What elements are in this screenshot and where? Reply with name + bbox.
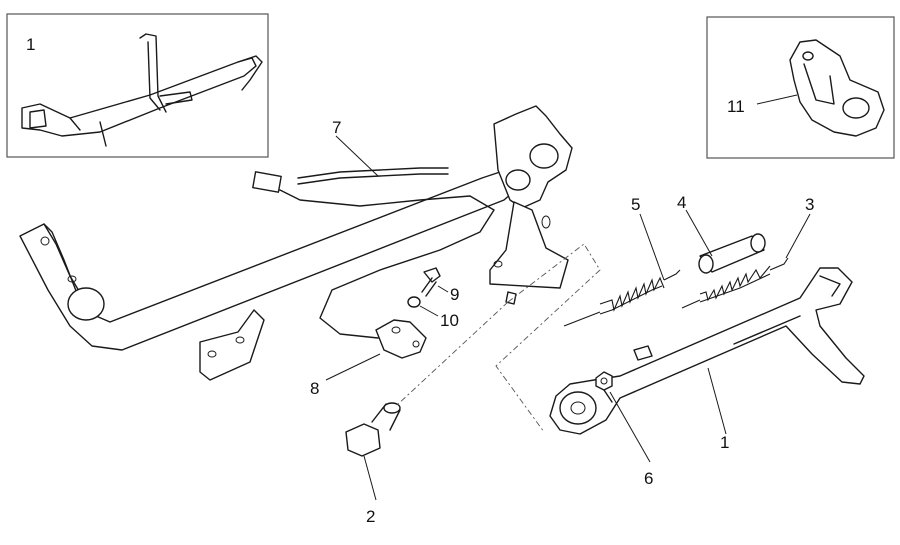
inset-bracket: 11 bbox=[706, 16, 895, 159]
small-spring: 3 bbox=[681, 195, 814, 309]
callout-washer: 10 bbox=[440, 311, 459, 330]
callout-screw: 9 bbox=[450, 285, 459, 304]
callout-inset-right: 11 bbox=[727, 97, 745, 116]
alignment-lines bbox=[395, 243, 601, 433]
cable-assembly: 7 bbox=[252, 118, 495, 339]
nut: 6 bbox=[595, 371, 653, 488]
side-stand-switch: 8 bbox=[310, 319, 427, 398]
callout-large-spring: 5 bbox=[631, 195, 640, 214]
inset-stand-assembly: 1 bbox=[6, 13, 269, 158]
callout-inset-left: 1 bbox=[26, 35, 35, 54]
frame-support-bracket bbox=[19, 105, 573, 381]
callout-switch: 8 bbox=[310, 379, 319, 398]
callout-cable: 7 bbox=[332, 118, 341, 137]
large-spring: 5 bbox=[563, 195, 681, 327]
callout-nut: 6 bbox=[644, 469, 653, 488]
bush: 4 bbox=[677, 193, 766, 274]
callout-pivot-bolt: 2 bbox=[366, 507, 375, 526]
screw-and-washer: 9 10 bbox=[407, 267, 459, 330]
pivot-bolt: 2 bbox=[345, 402, 401, 526]
callout-side-stand: 1 bbox=[720, 433, 729, 452]
side-stand: 1 bbox=[549, 267, 865, 452]
callout-bush: 4 bbox=[677, 193, 686, 212]
callout-small-spring: 3 bbox=[805, 195, 814, 214]
